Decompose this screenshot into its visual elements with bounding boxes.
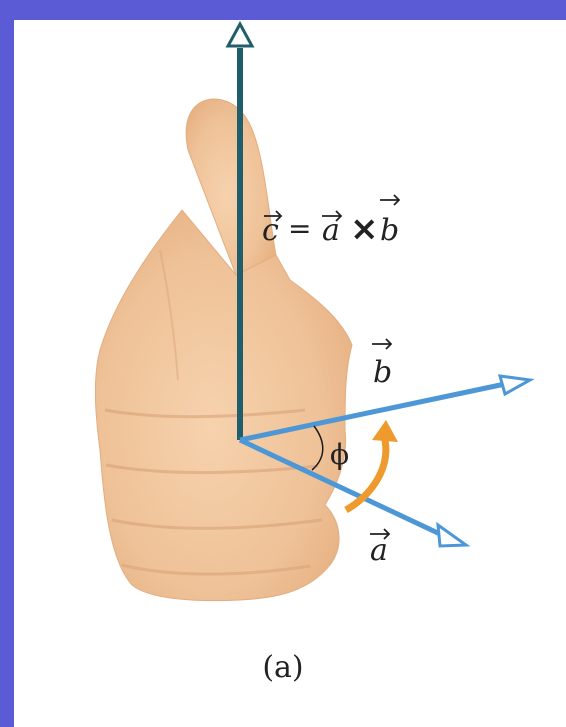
vector-a-arrow <box>238 437 471 548</box>
angle-arc <box>311 425 324 471</box>
vector-a-label: a <box>370 528 391 568</box>
vector-b-arrow <box>239 374 535 443</box>
curved-arrow-icon <box>344 420 398 514</box>
eq-c: c <box>262 213 279 248</box>
eq-equals: = <box>288 212 311 245</box>
thumbs-up-hand-icon <box>94 98 353 602</box>
equation-label: c = a × b <box>262 194 401 249</box>
eq-a: a <box>322 213 340 248</box>
vector-c-arrow <box>225 20 255 440</box>
svg-text:b: b <box>373 355 392 390</box>
svg-text:a: a <box>370 533 388 568</box>
vector-b-label: b <box>372 338 393 390</box>
eq-b: b <box>380 213 399 248</box>
angle-phi-label: ϕ <box>330 438 349 471</box>
figure-caption: (a) <box>262 650 304 685</box>
eq-cross: × <box>350 209 379 249</box>
